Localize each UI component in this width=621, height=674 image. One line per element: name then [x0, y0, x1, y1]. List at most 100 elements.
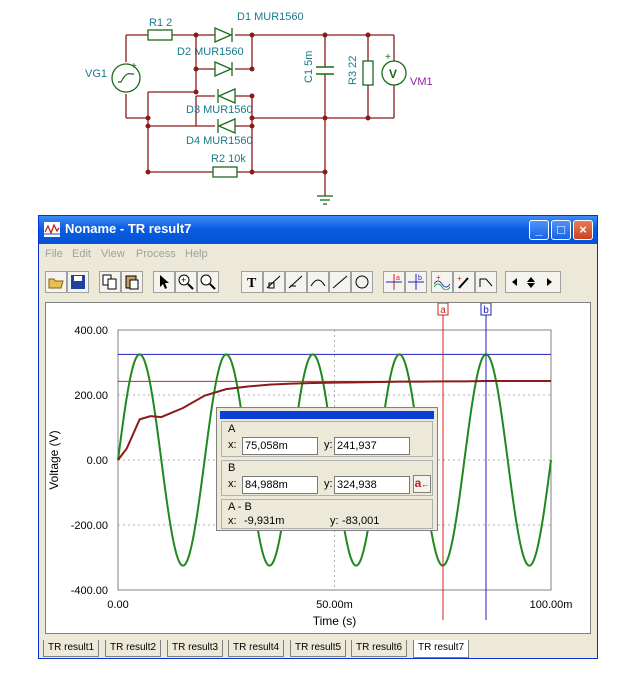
x-axis-label: Time (s)	[313, 614, 357, 628]
cursor-a-marker	[437, 303, 449, 316]
marker-button[interactable]: +	[453, 271, 475, 293]
minimize-button[interactable]: _	[529, 220, 549, 240]
cursor-a-label: A	[228, 423, 236, 435]
label-r3: R3 22	[347, 56, 359, 85]
line-icon	[332, 275, 348, 289]
menu-help[interactable]: Help	[185, 248, 208, 260]
label-d2: D2 MUR1560	[177, 46, 244, 58]
menu-bar: File Edit View Process Help	[39, 244, 597, 264]
svg-text:+: +	[436, 274, 441, 282]
title-bar[interactable]: Noname - TR result7 _ □ ×	[39, 216, 597, 244]
tab-tr-result5[interactable]: TR result5	[290, 640, 347, 657]
svg-text:+: +	[181, 275, 186, 285]
cursor-diff-x-label: x:	[228, 515, 237, 527]
tab-tr-result2[interactable]: TR result2	[105, 640, 162, 657]
cursor-swap-button[interactable]: a←	[413, 475, 431, 493]
y-tick-label: 200.00	[74, 390, 108, 402]
vg-plus: +	[131, 61, 137, 72]
label-d3: D3 MUR1560	[186, 104, 253, 116]
paste-button[interactable]	[121, 271, 143, 293]
text-button[interactable]: T	[241, 271, 263, 293]
cursor-diff-x-value: -9,931m	[244, 515, 285, 527]
add-curve-button[interactable]: +	[431, 271, 453, 293]
slope-button[interactable]	[475, 271, 497, 293]
svg-text:a: a	[396, 275, 400, 282]
y-tick-label: 0.00	[87, 455, 108, 467]
cursor-diff-label: A - B	[228, 501, 252, 513]
open-icon	[48, 278, 64, 289]
menu-file[interactable]: File	[45, 248, 63, 260]
y-axis-label: Voltage (V)	[47, 430, 61, 489]
cursor-a-x-label: x:	[228, 439, 237, 451]
tab-tr-result7[interactable]: TR result7	[413, 640, 470, 658]
cursor-readout-panel[interactable]: A x: 75,058m y: 241,937 B x: 84,988m y: …	[216, 407, 438, 531]
circle-icon	[355, 275, 369, 289]
y-tick-label: 400.00	[74, 325, 108, 337]
zoom-in-button[interactable]: +	[175, 271, 197, 293]
cursor-b-x-field[interactable]: 84,988m	[242, 476, 318, 494]
menu-edit[interactable]: Edit	[72, 248, 91, 260]
window-title: Noname - TR result7	[65, 221, 192, 236]
label-d1: D1 MUR1560	[237, 11, 304, 23]
marker-icon: +	[457, 274, 469, 289]
cursor-b-icon: b	[408, 274, 424, 290]
line-tool-2-icon	[288, 275, 303, 289]
arrows-button[interactable]	[505, 271, 561, 293]
x-tick-label: 0.00	[107, 599, 128, 611]
cursor-swap-label: a	[414, 476, 422, 490]
svg-text:b: b	[418, 275, 422, 282]
copy-button[interactable]	[99, 271, 121, 293]
line-tool-button[interactable]	[263, 271, 285, 293]
circle-button[interactable]	[351, 271, 373, 293]
menu-view[interactable]: View	[101, 248, 125, 260]
cursor-diff-y-label: y:	[330, 515, 339, 527]
x-tick-label: 50.00m	[316, 599, 353, 611]
label-r1: R1 2	[149, 17, 172, 29]
cursor-a-marker-label: a	[440, 305, 446, 316]
cursor-b-x-label: x:	[228, 478, 237, 490]
cursor-b-marker-label: b	[483, 305, 489, 316]
y-tick-label: -200.00	[71, 520, 108, 532]
tab-tr-result4[interactable]: TR result4	[228, 640, 285, 657]
cursor-b-marker	[480, 303, 492, 316]
app-icon	[44, 222, 60, 237]
voltage-source-icon	[111, 63, 141, 93]
zoom-100-button[interactable]	[197, 271, 219, 293]
cursor-a-x-field[interactable]: 75,058m	[242, 437, 318, 455]
svg-text:T: T	[247, 276, 257, 290]
cursor-panel-titlebar[interactable]	[220, 411, 434, 419]
save-button[interactable]	[67, 271, 89, 293]
ground-icon	[317, 195, 333, 205]
x-tick-label: 100.00m	[530, 599, 573, 611]
label-r2: R2 10k	[211, 153, 246, 165]
curve-button[interactable]	[307, 271, 329, 293]
menu-process[interactable]: Process	[136, 248, 176, 260]
svg-text:+: +	[457, 274, 462, 283]
maximize-button[interactable]: □	[551, 220, 571, 240]
close-button[interactable]: ×	[573, 220, 593, 240]
pointer-button[interactable]	[153, 271, 175, 293]
tab-tr-result6[interactable]: TR result6	[351, 640, 408, 657]
circuit-schematic: R1 2 D1 MUR1560 D2 MUR1560 D3 MUR1560 D4…	[85, 11, 433, 205]
cursor-b-button[interactable]: b	[405, 271, 427, 293]
copy-icon	[102, 274, 117, 290]
add-curve-icon: +	[434, 274, 450, 290]
tab-tr-result1[interactable]: TR result1	[43, 640, 100, 657]
cursor-a-y-field[interactable]: 241,937	[334, 437, 410, 455]
tab-tr-result3[interactable]: TR result3	[167, 640, 224, 657]
y-tick-label: -400.00	[71, 585, 108, 597]
line-button[interactable]	[329, 271, 351, 293]
cursor-b-y-field[interactable]: 324,938	[334, 476, 410, 494]
cursor-b-y-label: y:	[324, 478, 333, 490]
open-button[interactable]	[45, 271, 67, 293]
line-tool-2-button[interactable]	[285, 271, 307, 293]
label-c1: C1 5m	[303, 51, 315, 83]
cursor-a-icon: a	[386, 274, 402, 290]
toolbar: + T a b + +	[45, 271, 591, 297]
label-vg1: VG1	[85, 68, 107, 80]
series-line-2	[117, 380, 551, 461]
slope-icon	[479, 278, 493, 287]
zoom-in-icon: +	[178, 274, 194, 290]
cursor-a-button[interactable]: a	[383, 271, 405, 293]
cursor-diff-y-value: -83,001	[342, 515, 380, 527]
